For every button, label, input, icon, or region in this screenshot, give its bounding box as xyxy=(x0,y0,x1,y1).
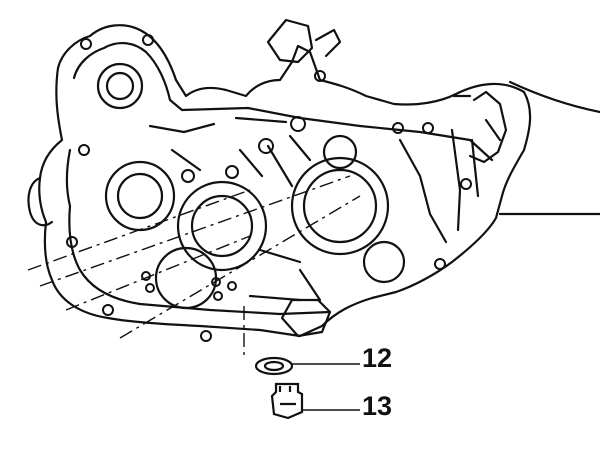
bore-left-outer xyxy=(104,160,176,232)
centerline xyxy=(119,195,361,339)
upper-bore-inner xyxy=(105,71,135,101)
bolt-hole xyxy=(211,277,221,287)
bore-center-outer xyxy=(176,180,268,272)
upper-bore-outer xyxy=(96,62,144,110)
bolt-hole xyxy=(290,116,306,132)
bolt-hole xyxy=(213,291,223,301)
bore-bottom-right xyxy=(362,240,406,284)
bore-left-inner xyxy=(116,172,164,220)
bolt-hole xyxy=(434,258,446,270)
bore-right-inner xyxy=(322,134,358,170)
drain-plug xyxy=(270,382,304,420)
right-cover xyxy=(452,90,508,164)
top-fitting xyxy=(266,18,342,64)
ribs xyxy=(148,116,480,302)
bolt-hole xyxy=(258,138,274,154)
bolt-hole xyxy=(78,144,90,156)
crankcase-outline xyxy=(38,24,532,338)
callout-label-12: 12 xyxy=(362,343,393,373)
bolt-hole xyxy=(225,165,239,179)
bolt-hole xyxy=(314,70,326,82)
bore-right-outer xyxy=(290,156,390,256)
centerline xyxy=(65,235,251,311)
bolt-hole xyxy=(142,34,154,46)
bolt-hole xyxy=(227,281,237,291)
bolt-hole xyxy=(200,330,212,342)
bolt-hole xyxy=(66,236,78,248)
bore-right-mid xyxy=(302,168,378,244)
bolt-hole xyxy=(422,122,434,134)
bore-center-inner xyxy=(190,194,254,258)
left-boss xyxy=(27,176,54,227)
bolt-hole xyxy=(181,169,195,183)
bolt-hole xyxy=(392,122,404,134)
washer-inner xyxy=(263,360,285,372)
bolt-hole xyxy=(102,304,114,316)
callout-label-13: 13 xyxy=(362,391,393,421)
frame-line-top xyxy=(508,80,600,114)
bolt-hole xyxy=(460,178,472,190)
washer-outer xyxy=(254,356,294,376)
bolt-hole xyxy=(80,38,92,50)
lower-boss xyxy=(280,298,332,338)
centerline xyxy=(39,175,351,287)
bore-lower-outer xyxy=(154,246,218,310)
bolt-hole xyxy=(145,283,155,293)
centerline xyxy=(27,189,251,271)
inner-flange xyxy=(65,42,494,316)
